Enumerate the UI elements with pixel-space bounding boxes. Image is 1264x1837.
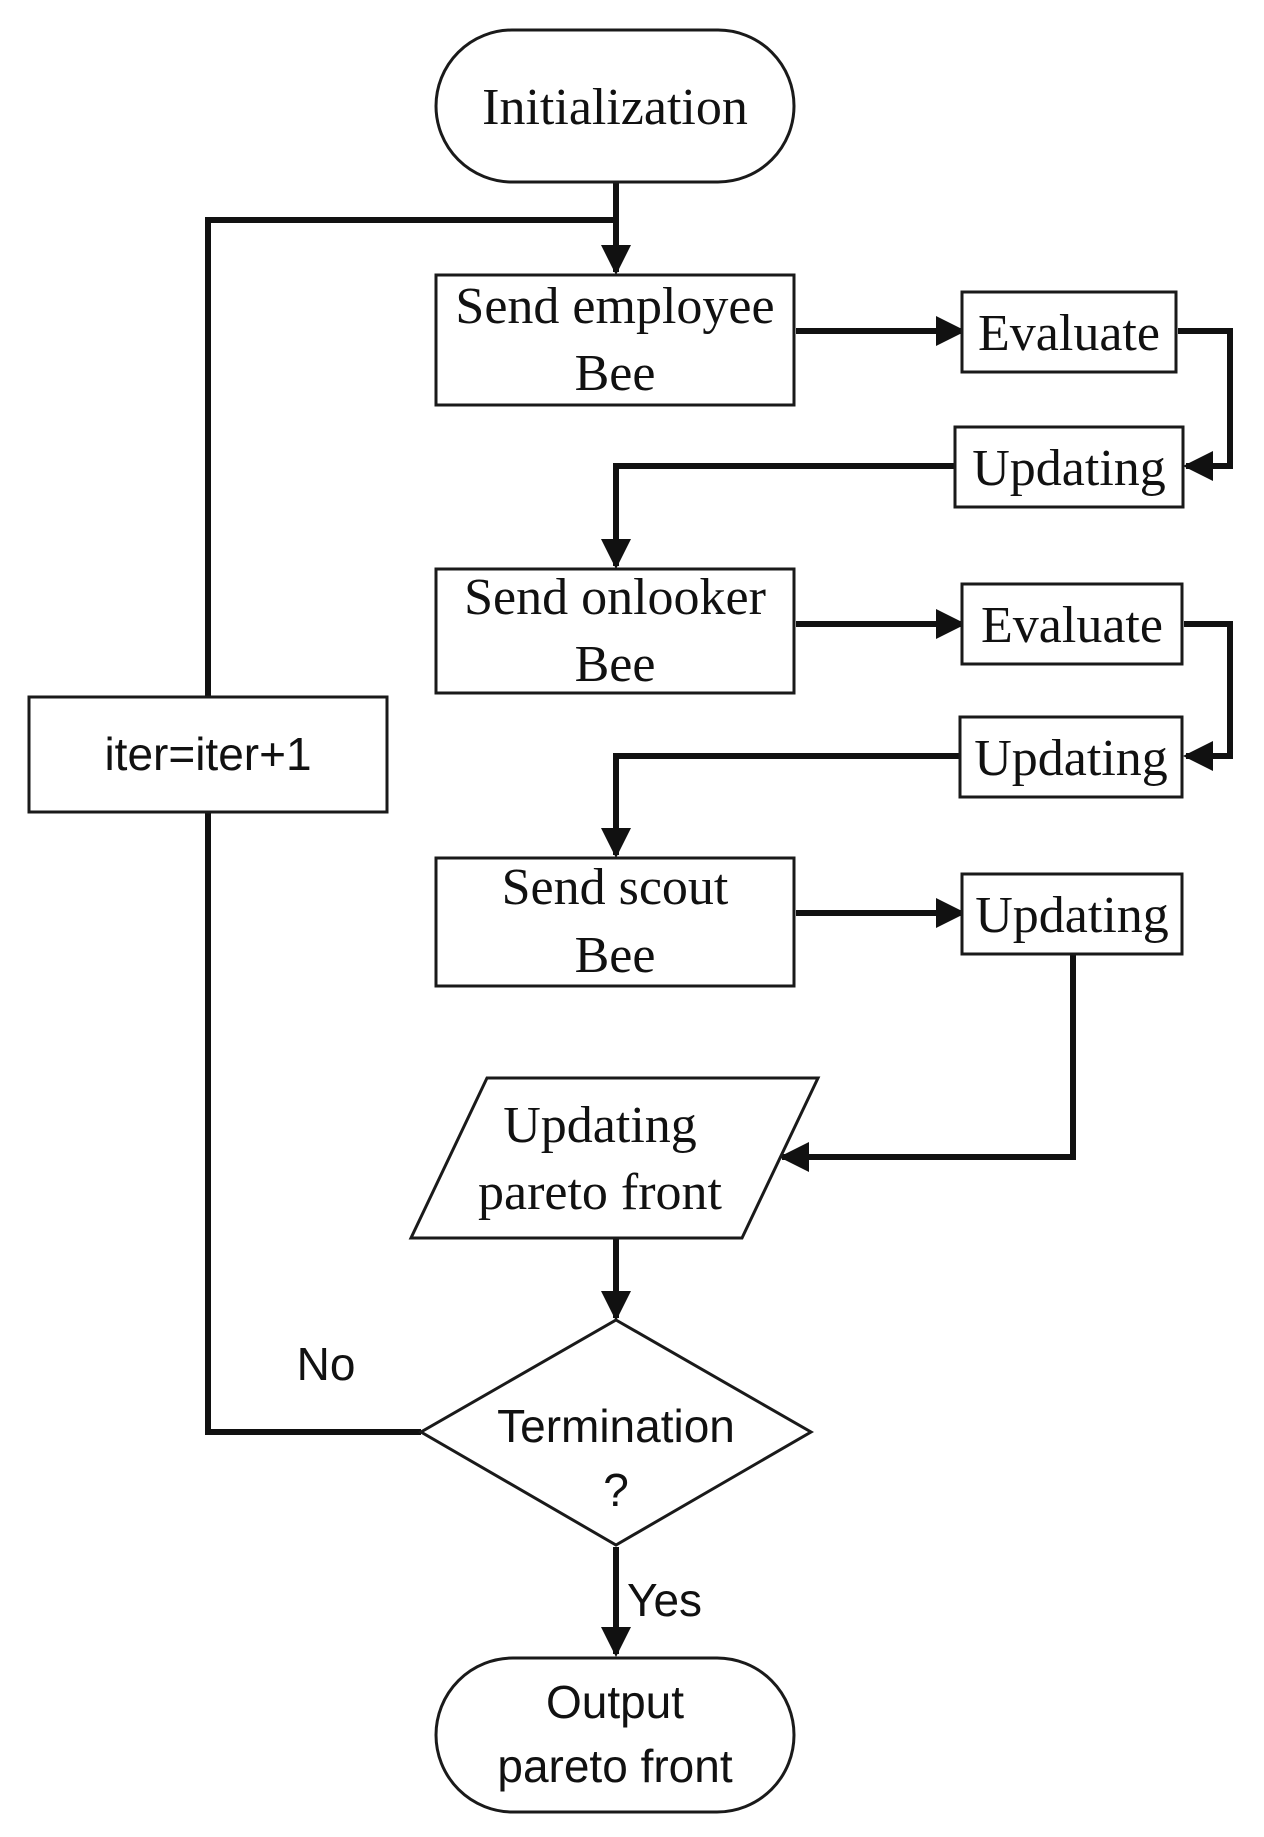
send-scout-label-line2: Bee bbox=[575, 927, 656, 984]
edge-label-no: No bbox=[297, 1338, 356, 1390]
termination-label-line1: Termination bbox=[497, 1400, 735, 1452]
updating-node-1: Updating bbox=[953, 425, 1185, 509]
send-scout-label-line1: Send scout bbox=[502, 859, 729, 916]
termination-label-line2: ? bbox=[603, 1464, 629, 1516]
arrow-updating-to-scout bbox=[601, 753, 961, 858]
updating-node-2: Updating bbox=[958, 715, 1184, 799]
output-label-line2: pareto front bbox=[497, 1740, 732, 1792]
updating-pareto-label-line1: Updating bbox=[503, 1097, 697, 1154]
evaluate-node-1: Evaluate bbox=[960, 290, 1178, 374]
updating-node-3: Updating bbox=[960, 872, 1184, 956]
evaluate-label-2: Evaluate bbox=[981, 597, 1163, 654]
send-employee-bee-node: Send employee Bee bbox=[434, 273, 796, 407]
updating-pareto-label-line2: pareto front bbox=[478, 1164, 723, 1221]
output-pareto-front-node: Output pareto front bbox=[434, 1656, 796, 1814]
send-employee-label-line1: Send employee bbox=[455, 278, 774, 335]
arrow-evaluate-to-updating-2 bbox=[1183, 621, 1233, 771]
iter-increment-label: iter=iter+1 bbox=[104, 728, 311, 780]
loop-iter-to-employee bbox=[205, 217, 616, 697]
updating-label-1: Updating bbox=[972, 440, 1166, 497]
send-onlooker-bee-node: Send onlooker Bee bbox=[434, 567, 796, 695]
evaluate-node-2: Evaluate bbox=[960, 582, 1184, 666]
arrow-updating-to-pareto bbox=[779, 954, 1076, 1172]
initialization-label: Initialization bbox=[482, 79, 748, 136]
evaluate-label-1: Evaluate bbox=[978, 305, 1160, 362]
iter-increment-node: iter=iter+1 bbox=[27, 695, 389, 814]
connectors bbox=[205, 182, 1233, 1657]
arrow-evaluate-to-updating bbox=[1178, 328, 1233, 481]
output-label-line1: Output bbox=[546, 1676, 684, 1728]
loop-termination-to-iter bbox=[205, 812, 421, 1435]
send-onlooker-label-line2: Bee bbox=[575, 636, 656, 693]
send-scout-bee-node: Send scout Bee bbox=[434, 856, 796, 988]
updating-label-2: Updating bbox=[974, 730, 1168, 787]
termination-decision-node: Termination ? bbox=[417, 1318, 815, 1547]
updating-label-3: Updating bbox=[975, 887, 1169, 944]
updating-pareto-front-node: Updating pareto front bbox=[408, 1076, 821, 1240]
edge-label-yes: Yes bbox=[627, 1574, 702, 1626]
arrow-updating-to-onlooker bbox=[601, 463, 956, 569]
initialization-node: Initialization bbox=[434, 28, 796, 184]
send-onlooker-label-line1: Send onlooker bbox=[464, 569, 766, 626]
send-employee-label-line2: Bee bbox=[575, 345, 656, 402]
